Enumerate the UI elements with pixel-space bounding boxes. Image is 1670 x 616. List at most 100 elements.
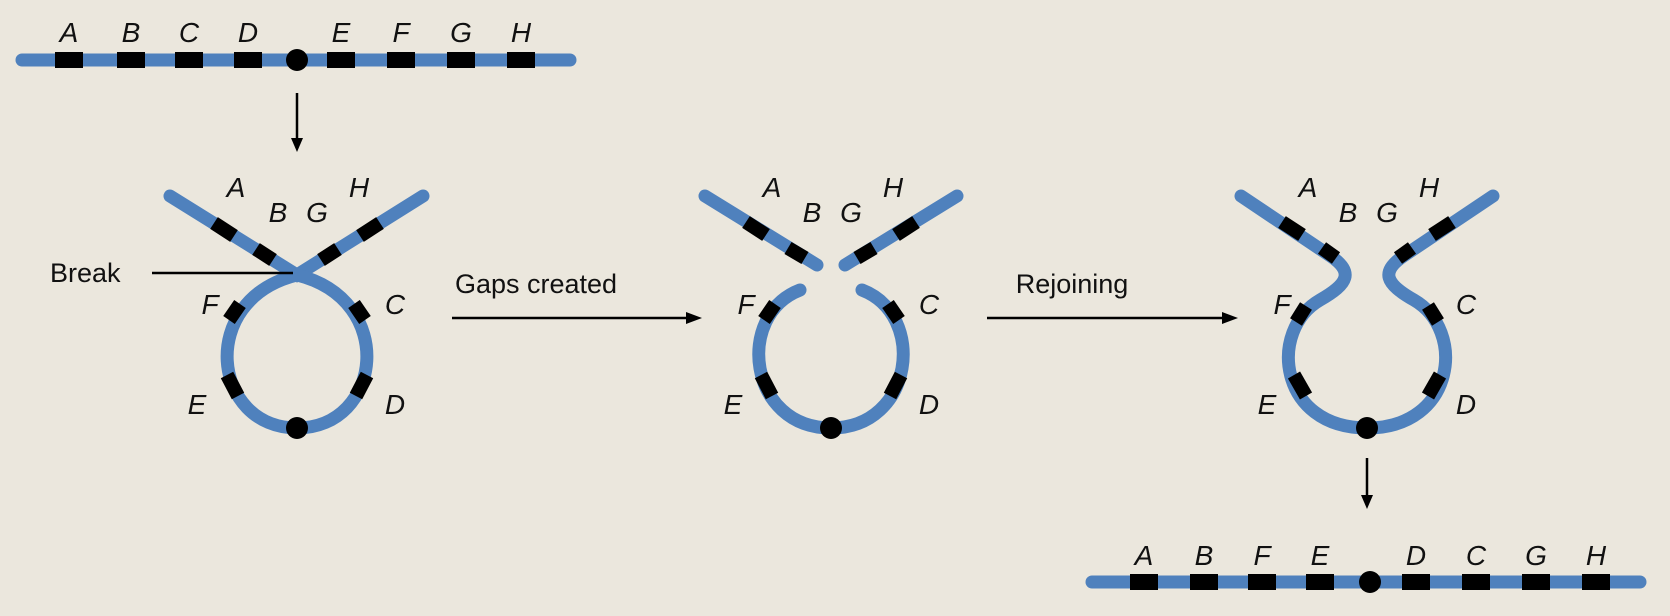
- band-h: [892, 216, 920, 241]
- gene-label: C: [385, 289, 406, 320]
- gene-label: H: [883, 172, 904, 203]
- gene-label: H: [1419, 172, 1440, 203]
- band-c: [1462, 574, 1490, 590]
- gene-label: F: [201, 289, 220, 320]
- band-a: [1130, 574, 1158, 590]
- gene-label: H: [511, 17, 532, 48]
- break-label: Break: [50, 258, 121, 288]
- band-e: [327, 52, 355, 68]
- gene-label: F: [392, 17, 411, 48]
- gene-label: B: [269, 197, 288, 228]
- band-a: [55, 52, 83, 68]
- band-b: [784, 241, 809, 265]
- inversion-loop-3: A B G H F C E D: [1234, 172, 1500, 439]
- band-b: [1190, 574, 1218, 590]
- band-a: [1278, 216, 1306, 241]
- gene-label: E: [188, 389, 207, 420]
- gene-label: B: [1339, 197, 1358, 228]
- gene-label: E: [1311, 540, 1330, 571]
- band-d: [883, 371, 908, 400]
- gene-label: H: [1586, 540, 1607, 571]
- band-f: [1248, 574, 1276, 590]
- gene-label: D: [385, 389, 405, 420]
- band-g: [1522, 574, 1550, 590]
- centromere: [1359, 571, 1381, 593]
- chromosome-arm: [163, 189, 430, 283]
- gene-label: C: [1466, 540, 1487, 571]
- gene-label: E: [332, 17, 351, 48]
- band-h: [356, 217, 384, 242]
- band-g: [447, 52, 475, 68]
- band-h: [1582, 574, 1610, 590]
- gene-label: G: [840, 197, 862, 228]
- band-c: [1422, 302, 1444, 326]
- band-f: [1290, 302, 1312, 326]
- band-c: [175, 52, 203, 68]
- rejoining-step: Rejoining: [987, 269, 1238, 324]
- step-label: Gaps created: [455, 269, 617, 299]
- gene-label: C: [919, 289, 940, 320]
- gene-label: A: [225, 172, 246, 203]
- band-e: [220, 371, 245, 400]
- gene-label: C: [1456, 289, 1477, 320]
- gene-label: E: [724, 389, 743, 420]
- band-a: [210, 217, 238, 242]
- gene-label: B: [1195, 540, 1214, 571]
- gene-label: G: [450, 17, 472, 48]
- centromere: [286, 49, 308, 71]
- gene-label: E: [1258, 389, 1277, 420]
- band-d: [349, 371, 374, 400]
- gene-label: A: [58, 17, 79, 48]
- band-c: [882, 300, 905, 324]
- band-d: [1421, 371, 1447, 400]
- inversion-loop-1: A B G H F C E D Break: [50, 172, 430, 439]
- inverted-chromosome: A B F E D C G H: [1085, 540, 1647, 593]
- down-arrow-icon: [1361, 458, 1373, 509]
- chromosome-loop: [220, 268, 374, 435]
- arrowhead-icon: [686, 312, 702, 324]
- gene-label: A: [1297, 172, 1318, 203]
- gaps-created-step: Gaps created: [452, 269, 702, 324]
- band-f: [758, 300, 781, 324]
- band-g: [1393, 242, 1417, 264]
- gene-label: D: [919, 389, 939, 420]
- centromere: [820, 417, 842, 439]
- gene-label: H: [349, 172, 370, 203]
- band-b: [1317, 242, 1341, 264]
- band-g: [853, 241, 878, 265]
- band-d: [1402, 574, 1430, 590]
- gene-label: F: [737, 289, 756, 320]
- band-d: [234, 52, 262, 68]
- gene-label: A: [1133, 540, 1154, 571]
- gene-label: G: [306, 197, 328, 228]
- band-h: [507, 52, 535, 68]
- gene-label: D: [1406, 540, 1426, 571]
- band-f: [223, 300, 246, 324]
- centromere: [286, 417, 308, 439]
- band-c: [348, 300, 371, 324]
- gene-label: F: [1273, 289, 1292, 320]
- band-a: [742, 216, 770, 241]
- gene-label: F: [1253, 540, 1272, 571]
- gene-label: G: [1376, 197, 1398, 228]
- step-label: Rejoining: [1016, 269, 1129, 299]
- down-arrow-icon: [291, 93, 303, 152]
- gene-label: A: [761, 172, 782, 203]
- band-e: [1287, 371, 1313, 400]
- band-f: [387, 52, 415, 68]
- band-h: [1428, 216, 1456, 241]
- band-b: [252, 243, 277, 266]
- band-b: [117, 52, 145, 68]
- arrowhead-icon: [1222, 312, 1238, 324]
- band-e: [754, 371, 779, 400]
- original-chromosome: A B C D E F G H: [15, 17, 577, 71]
- inversion-loop-2: A B G H F C E D: [698, 172, 964, 439]
- gene-label: C: [179, 17, 200, 48]
- gene-label: D: [1456, 389, 1476, 420]
- gene-label: D: [238, 17, 258, 48]
- gene-label: B: [122, 17, 141, 48]
- chromosome-loop: [752, 283, 910, 435]
- gene-label: B: [803, 197, 822, 228]
- centromere: [1356, 417, 1378, 439]
